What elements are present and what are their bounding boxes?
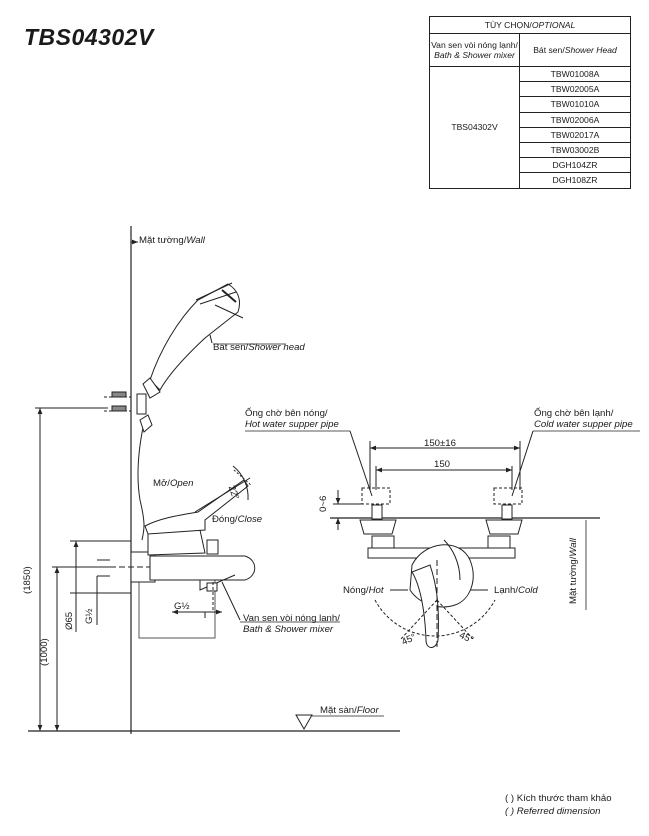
options-shower-head-item: DGH108ZR xyxy=(519,172,631,189)
thread-horizontal-label: G½ xyxy=(174,601,190,612)
dimension-150-16-label: 150±16 xyxy=(424,438,456,449)
dimension-150 xyxy=(375,466,513,490)
dimension-1850 xyxy=(35,407,108,731)
wall-bracket xyxy=(104,391,147,415)
mixer-label: Van sen vòi nóng lạnh/Bath & Shower mixe… xyxy=(243,613,340,635)
dimension-offset-label: 0~6 xyxy=(318,495,329,512)
wall-line xyxy=(130,226,138,734)
legend-line-vn: ( ) Kích thước tham khảo xyxy=(505,793,612,804)
mixer-side-illustration xyxy=(110,479,256,639)
lever-angle-marker xyxy=(194,465,253,513)
options-table: TÙY CHỌN/OPTIONAL Van sen vòi nóng lạnh/… xyxy=(429,16,631,189)
dimension-diameter xyxy=(70,540,131,632)
wall-label: Mặt tường/Wall xyxy=(139,235,205,246)
floor-label: Mặt sàn/Floor xyxy=(320,705,379,716)
floor-line xyxy=(28,714,400,732)
dimension-offset xyxy=(333,490,362,530)
dimension-1850-label: (1850) xyxy=(22,566,33,594)
diameter-label: Ø65 xyxy=(64,611,75,630)
mixer-front-illustration xyxy=(367,539,516,650)
cold-pipe-label: Ống chờ bên lạnh/Cold water supper pipe xyxy=(534,408,633,430)
leader-lines-side xyxy=(221,581,340,623)
hose xyxy=(137,414,153,541)
dimension-1000 xyxy=(52,566,110,731)
hot-label: Nóng/Hot xyxy=(343,585,384,596)
thread-vertical-label: G½ xyxy=(84,608,95,624)
leader-lines-front xyxy=(245,430,640,610)
shower-head-label: Bát sen/Shower head xyxy=(213,342,305,353)
hot-pipe-fitting xyxy=(359,487,397,549)
model-title: TBS04302V xyxy=(24,24,154,50)
front-wall-label: Mặt tường/Wall xyxy=(568,538,579,604)
dimension-150-16 xyxy=(369,441,521,490)
legend-line-en: ( ) Referred dimension xyxy=(505,806,601,817)
close-label: Đóng/Close xyxy=(212,514,263,525)
dimension-1000-label: (1000) xyxy=(39,638,50,666)
dimension-150-label: 150 xyxy=(434,459,451,470)
shower-head-illustration xyxy=(142,282,285,399)
cold-pipe-fitting xyxy=(485,487,523,549)
options-mixer-model: TBS04302V xyxy=(429,66,520,189)
legend: ( ) Kích thước tham khảo ( ) Referred di… xyxy=(505,792,612,818)
cold-label: Lạnh/Cold xyxy=(494,585,538,596)
options-col-mixer: Van sen vòi nóng lạnh/Bath & Shower mixe… xyxy=(429,33,520,67)
open-label: Mở/Open xyxy=(153,478,194,489)
hot-pipe-label: Ống chờ bên nóng/Hot water supper pipe xyxy=(245,408,339,430)
